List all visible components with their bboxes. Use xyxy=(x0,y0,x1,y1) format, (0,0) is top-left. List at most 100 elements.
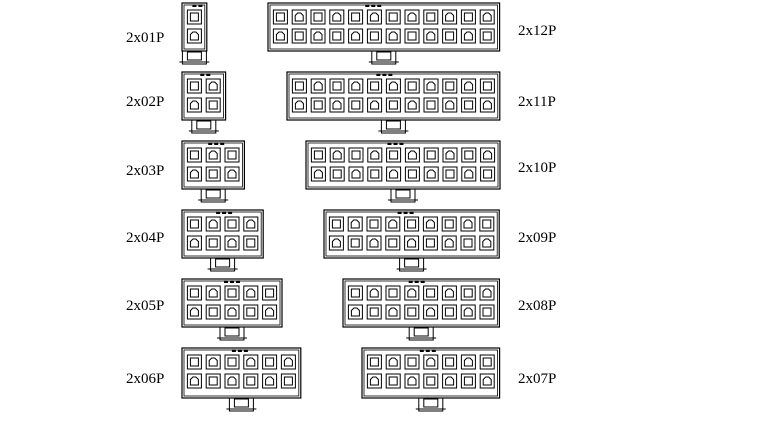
pin-key-square xyxy=(313,100,323,110)
pin-key-chamfered xyxy=(407,150,417,160)
pin-key-chamfered xyxy=(208,357,218,367)
pin-cavity xyxy=(186,216,202,232)
pin-cavity xyxy=(442,373,458,389)
pin-cavity xyxy=(186,235,202,251)
pin-cavity xyxy=(479,78,495,94)
pin-cavity xyxy=(347,304,363,320)
pin-cavity xyxy=(479,235,495,251)
connector-2x01p xyxy=(179,2,210,65)
pin-key-square xyxy=(227,150,237,160)
connector-2x11p xyxy=(286,71,501,134)
pin-key-square xyxy=(331,219,341,229)
label-2x04p: 2x04P xyxy=(126,230,164,246)
pin-key-chamfered xyxy=(407,376,417,386)
pin-key-square xyxy=(388,238,398,248)
pin-key-square xyxy=(332,81,342,91)
pin-key-chamfered xyxy=(351,81,361,91)
pin-cavity xyxy=(329,78,345,94)
pin-cavity xyxy=(348,147,364,163)
pin-cavity xyxy=(404,28,420,44)
pin-cavity xyxy=(291,97,307,113)
pin-cavity xyxy=(205,354,221,370)
top-bump xyxy=(192,4,197,7)
pin-cavity xyxy=(262,373,278,389)
pin-key-square xyxy=(482,307,492,317)
housing-inner xyxy=(288,73,499,119)
pin-cavity xyxy=(441,216,457,232)
pin-key-chamfered xyxy=(246,219,256,229)
pin-cavity xyxy=(479,354,495,370)
pin-cavity xyxy=(404,97,420,113)
top-bump xyxy=(237,349,242,352)
top-bump xyxy=(371,4,376,7)
pin-key-chamfered xyxy=(227,307,237,317)
top-bump xyxy=(243,349,248,352)
pin-cavity xyxy=(404,373,420,389)
top-bump xyxy=(214,142,219,145)
pin-cavity xyxy=(224,235,240,251)
pin-key-square xyxy=(351,12,361,22)
top-bump xyxy=(399,142,404,145)
pin-cavity xyxy=(224,304,240,320)
pin-key-chamfered xyxy=(294,100,304,110)
pin-key-square xyxy=(388,100,398,110)
pin-key-square xyxy=(407,357,417,367)
pin-cavity xyxy=(404,354,420,370)
pin-key-chamfered xyxy=(407,288,417,298)
pin-cavity xyxy=(205,373,221,389)
pin-key-square xyxy=(445,31,455,41)
top-bump xyxy=(431,349,436,352)
pin-key-square xyxy=(350,288,360,298)
pin-cavity xyxy=(205,166,221,182)
pin-key-chamfered xyxy=(369,238,379,248)
pin-cavity xyxy=(423,373,439,389)
connectors xyxy=(179,2,501,412)
pin-cavity xyxy=(310,97,326,113)
top-bump xyxy=(208,142,213,145)
pin-cavity xyxy=(423,97,439,113)
pin-key-chamfered xyxy=(227,238,237,248)
connector-2x04p xyxy=(181,209,264,272)
pin-key-chamfered xyxy=(388,219,398,229)
pin-key-square xyxy=(246,238,256,248)
top-bump xyxy=(425,349,430,352)
connector-2x07p xyxy=(361,347,501,412)
pin-cavity xyxy=(329,147,345,163)
pin-key-chamfered xyxy=(313,169,323,179)
pin-key-square xyxy=(332,31,342,41)
pin-cavity xyxy=(442,9,458,25)
pin-key-square xyxy=(445,357,455,367)
pin-cavity xyxy=(442,97,458,113)
pin-key-chamfered xyxy=(426,357,436,367)
pin-cavity xyxy=(423,147,439,163)
pin-cavity xyxy=(385,373,401,389)
pin-cavity xyxy=(348,9,364,25)
pin-cavity xyxy=(461,97,477,113)
label-2x08p: 2x08P xyxy=(518,298,556,314)
housing-inner xyxy=(269,4,499,50)
pin-key-square xyxy=(369,219,379,229)
pin-cavity xyxy=(422,235,438,251)
pin-key-square xyxy=(482,219,492,229)
pin-cavity xyxy=(366,28,382,44)
pin-key-square xyxy=(189,219,199,229)
pin-key-square xyxy=(407,307,417,317)
pin-cavity xyxy=(479,304,495,320)
housing-inner xyxy=(363,349,499,397)
pin-key-chamfered xyxy=(445,376,455,386)
pin-cavity xyxy=(243,285,259,301)
connector-2x09p xyxy=(323,209,500,272)
pin-cavity xyxy=(366,9,382,25)
pin-key-square xyxy=(463,12,473,22)
pin-cavity xyxy=(460,235,476,251)
top-bump xyxy=(414,280,419,283)
pin-key-square xyxy=(388,12,398,22)
pin-cavity xyxy=(480,166,496,182)
pin-cavity xyxy=(186,28,202,44)
pin-cavity xyxy=(385,354,401,370)
pin-cavity xyxy=(460,28,476,44)
pin-cavity xyxy=(404,235,420,251)
pin-cavity xyxy=(329,166,345,182)
pin-key-chamfered xyxy=(246,357,256,367)
